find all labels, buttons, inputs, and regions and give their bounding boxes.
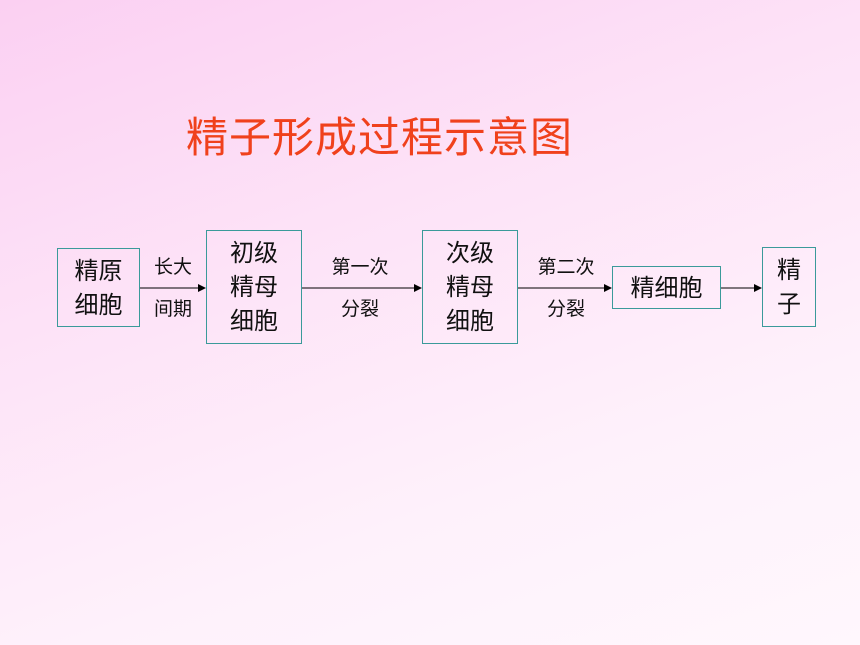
node-spermatogonium: 精原 细胞	[57, 248, 140, 327]
edge-label-first-division-top: 第一次	[331, 256, 389, 278]
edge-label-growth-bottom: 间期	[153, 298, 192, 320]
node-primary-spermatocyte: 初级 精母 细胞	[206, 230, 302, 344]
node-label-line: 初级	[230, 239, 278, 267]
node-sperm: 精 子	[762, 247, 816, 327]
node-secondary-spermatocyte: 次级 精母 细胞	[422, 230, 518, 344]
edge-label-second-division-bottom: 分裂	[546, 298, 585, 320]
node-label-line: 子	[777, 290, 801, 318]
node-label-line: 精细胞	[630, 273, 703, 302]
edge-label-first-division-bottom: 分裂	[340, 298, 379, 320]
node-spermatid: 精细胞	[612, 266, 721, 309]
node-label-line: 精	[777, 256, 801, 284]
node-label-line: 细胞	[446, 307, 494, 335]
node-label-line: 细胞	[74, 290, 123, 319]
node-label-line: 精母	[446, 273, 494, 301]
node-label-line: 次级	[446, 239, 494, 267]
edge-label-second-division-top: 第二次	[537, 256, 595, 278]
node-label-line: 细胞	[230, 307, 278, 335]
node-label-line: 精母	[230, 273, 278, 301]
edge-label-growth-top: 长大	[153, 256, 192, 278]
node-label-line: 精原	[74, 256, 123, 285]
diagram-title: 精子形成过程示意图	[186, 113, 574, 162]
